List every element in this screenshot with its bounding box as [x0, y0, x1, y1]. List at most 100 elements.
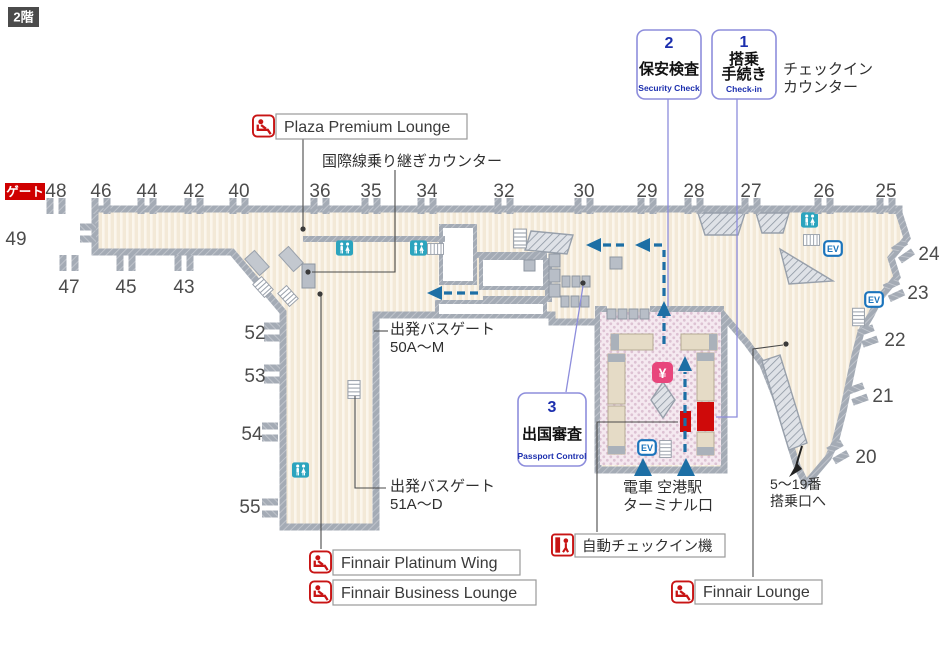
gate-badge-text: ゲート: [6, 184, 44, 199]
floor-badge: 2階: [8, 7, 39, 27]
gate-stub: [882, 278, 906, 302]
bus-gate-50-label-line2: 50A〜M: [390, 339, 444, 356]
callout-checkin-jp1: 搭乗: [729, 50, 759, 68]
gate-stub: [262, 498, 278, 518]
elevator-icon: [637, 439, 657, 456]
wall: [595, 306, 601, 324]
stairs-icon: [659, 440, 672, 458]
gate-number: 28: [683, 181, 704, 202]
location-dot: [305, 269, 311, 275]
gate-number: 32: [493, 181, 514, 202]
station-entrance-arrow: [677, 458, 695, 476]
currency-exchange-icon: ¥: [652, 362, 673, 383]
gate-number: 48: [45, 181, 66, 202]
island-cap: [608, 354, 625, 362]
lounge-icon: [671, 580, 694, 604]
gate-number: 46: [90, 181, 111, 202]
gate-number: 42: [183, 181, 204, 202]
floor-badge-text: 2階: [13, 10, 33, 25]
booth: [561, 275, 571, 288]
security-lane: [639, 308, 650, 320]
counters: [301, 253, 718, 456]
gate-stub: [80, 223, 96, 243]
lounge-icon: [309, 580, 332, 604]
island-cap: [709, 334, 717, 350]
gate-stub: [814, 198, 834, 214]
gate-stub: [857, 324, 879, 348]
callout-passport: 3 出国審査 Passport Control: [517, 392, 587, 467]
gate-number: 53: [244, 366, 265, 387]
booth: [548, 253, 561, 268]
to-gates-5-19-label-line1: 5〜19番: [770, 476, 821, 492]
location-dot: [783, 341, 789, 347]
gate-stub: [137, 198, 157, 214]
lounge-icon: [309, 550, 332, 574]
booth: [609, 256, 623, 270]
hatched-structures: [244, 212, 836, 451]
booth: [570, 295, 580, 308]
ramp-triangle: [778, 247, 836, 285]
connector-lines: [302, 99, 784, 577]
escalator-bank: [524, 230, 574, 255]
callout-checkin-number: 1: [740, 34, 749, 51]
elevator-icon: [823, 240, 843, 257]
callout-checkin-jp2: 手続き: [721, 65, 766, 83]
booth: [571, 275, 581, 288]
auto-checkin-label: 自動チェックイン機: [582, 538, 713, 555]
wall: [303, 236, 445, 242]
bus-gate-51-label-line2: 51A〜D: [390, 496, 443, 513]
finnair-lounge-label: Finnair Lounge: [703, 584, 810, 601]
gate-number: 21: [872, 386, 893, 407]
booth: [548, 268, 561, 283]
gate-stub: [574, 198, 594, 214]
gate-number: 35: [360, 181, 381, 202]
gate-stub: [59, 255, 79, 271]
plaza-premium-lounge-label: Plaza Premium Lounge: [284, 119, 450, 136]
gate-number: 34: [416, 181, 438, 202]
island-cap: [697, 353, 714, 361]
gate-stub: [184, 198, 204, 214]
wall: [483, 296, 547, 302]
gate-stub: [890, 238, 916, 264]
gate-number: 36: [309, 181, 330, 202]
void-block: [439, 224, 477, 285]
escalator-icon: [803, 234, 820, 246]
restroom-icon: [292, 462, 309, 478]
gate-number: 54: [241, 424, 263, 445]
yen-icon-text: ¥: [659, 365, 667, 381]
callout-passport-jp: 出国審査: [522, 425, 583, 443]
flow-arrows: [427, 238, 803, 477]
restroom-icon: [410, 240, 427, 256]
gate-badge: ゲート: [5, 183, 45, 200]
gate-stub: [116, 255, 136, 271]
closed-area: [697, 212, 746, 236]
gate-stub: [826, 439, 850, 465]
auto-checkin-icon: [551, 533, 574, 557]
finnair-checkin-counter: [697, 402, 714, 431]
location-dots-layer: [300, 226, 789, 347]
checkin-counter-note-line1: チェックイン: [783, 61, 873, 78]
gate-stub: [361, 198, 381, 214]
restroom-icon: [336, 240, 353, 256]
escalator-car: [278, 245, 304, 273]
gate-number: 27: [740, 181, 761, 202]
gate-number: 22: [884, 330, 905, 351]
gate-stub: [417, 198, 437, 214]
gate-number: 44: [136, 181, 158, 202]
map-labels: Plaza Premium Lounge 国際線乗り継ぎカウンター 出発バスゲー…: [252, 113, 826, 606]
gate-stub: [174, 255, 194, 271]
location-dot: [317, 291, 323, 297]
gate-stub: [876, 198, 896, 214]
gate-number: 25: [875, 181, 896, 202]
bus-gate-50-label-line1: 出発バスゲート: [390, 321, 495, 338]
transfer-counter-kiosk: [301, 263, 316, 289]
gate-number: 23: [907, 283, 928, 304]
to-gates-arrow: [795, 445, 803, 467]
bus-gate-51-label-line1: 出発バスゲート: [390, 478, 495, 495]
gate-number: 49: [5, 229, 26, 250]
gate-stub: [91, 198, 111, 214]
island-cap: [611, 334, 619, 350]
gate-stub: [494, 198, 514, 214]
